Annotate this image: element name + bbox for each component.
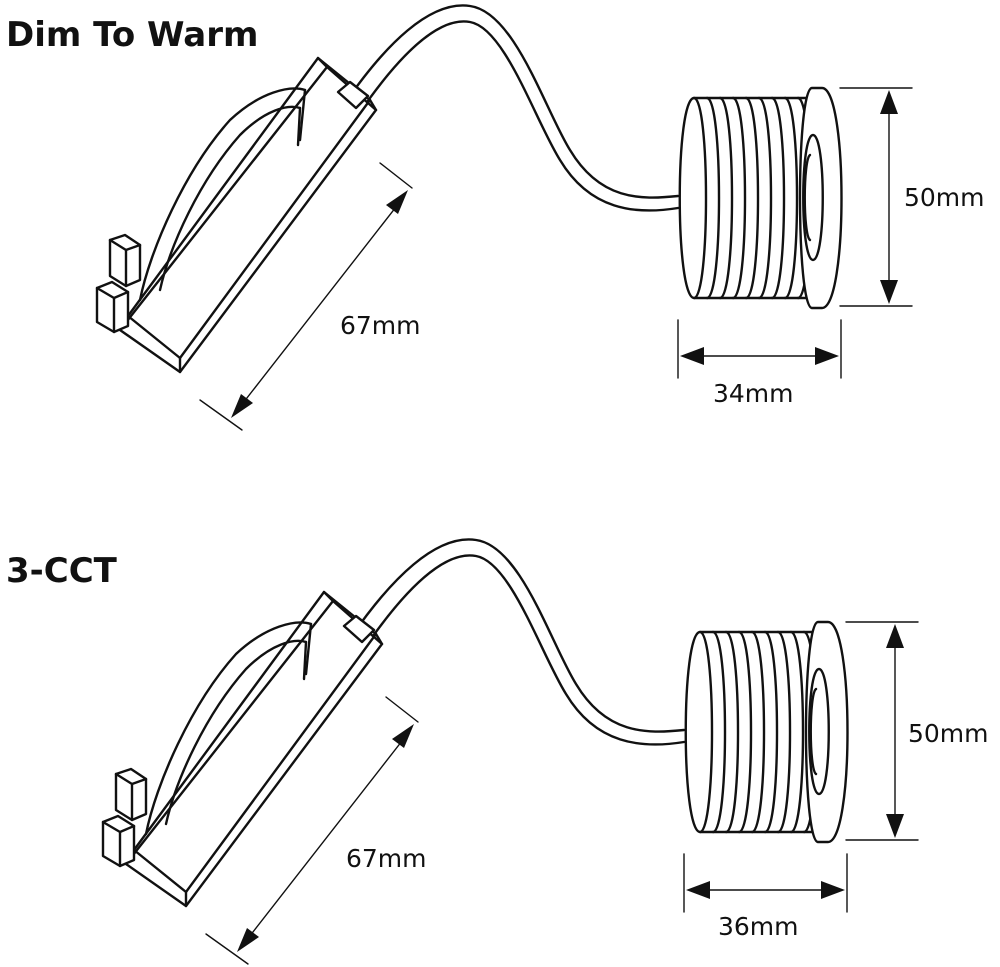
product-3-cct: 3-CCT 67mm 50mm 36mm bbox=[6, 538, 989, 966]
depth-label: 36mm bbox=[718, 912, 799, 941]
driver-length-label: 67mm bbox=[346, 844, 427, 873]
driver-length-label: 67mm bbox=[340, 311, 421, 340]
product-title: 3-CCT bbox=[6, 551, 118, 591]
height-label: 50mm bbox=[904, 183, 985, 212]
height-label: 50mm bbox=[908, 719, 989, 748]
product-dim-to-warm: Dim To Warm 67mm 50mm 34mm bbox=[6, 4, 985, 432]
depth-label: 34mm bbox=[713, 379, 794, 408]
product-title: Dim To Warm bbox=[6, 15, 258, 55]
